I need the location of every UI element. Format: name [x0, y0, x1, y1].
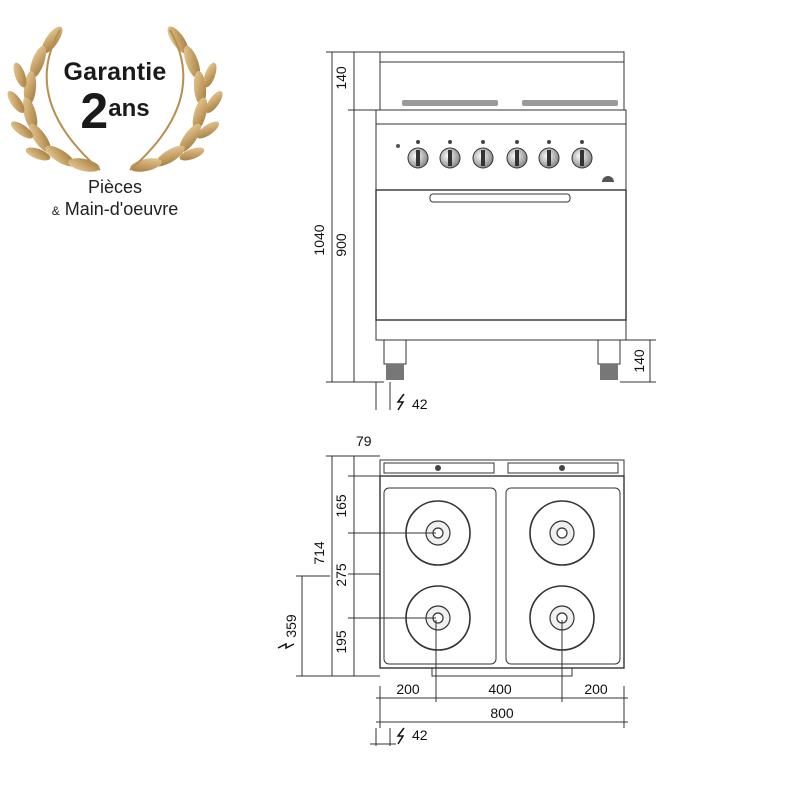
warranty-coverage: Pièces & Main-d'oeuvre — [30, 176, 200, 222]
knob-grip — [416, 150, 420, 166]
cooking-zone-right — [505, 487, 621, 665]
indicator-light — [396, 144, 400, 148]
knob-row — [407, 140, 593, 169]
dim-leg-height: 140 — [631, 349, 647, 373]
knob-grip — [580, 150, 584, 166]
warranty-ampersand: & — [51, 204, 60, 218]
knob-grip — [515, 150, 519, 166]
oven-handle — [429, 193, 571, 203]
dim-body-height: 900 — [333, 233, 349, 257]
front-handle — [431, 667, 573, 677]
brand-badge — [602, 176, 614, 182]
knob-marker — [448, 140, 452, 144]
top-view: 79 165 714 275 195 359 200 400 200 800 4… — [277, 433, 628, 746]
knob-marker — [481, 140, 485, 144]
laurel-wreath-icon — [7, 26, 223, 172]
hotplate-side-right — [522, 100, 618, 106]
top-power-label: 42 — [412, 727, 428, 743]
hotplate-side-left — [402, 100, 498, 106]
knob-marker — [416, 140, 420, 144]
bottom-power-icon — [396, 727, 405, 745]
power-icon — [396, 393, 405, 411]
knob-grip — [547, 150, 551, 166]
dim-total-height: 1040 — [311, 224, 327, 255]
dim-width-center: 400 — [488, 681, 512, 697]
back-rail — [379, 459, 625, 477]
warranty-badge: Garantie 2ans Pièces & Main-d'oeuvre — [0, 0, 230, 240]
dim-front-plate: 195 — [333, 630, 349, 654]
foot-right — [600, 364, 618, 380]
hotplates — [405, 500, 595, 651]
warranty-years: 2ans — [55, 86, 175, 136]
warranty-parts: Pièces — [87, 177, 143, 197]
dim-width-total: 800 — [490, 705, 514, 721]
dim-width-right: 200 — [584, 681, 608, 697]
knob-marker — [547, 140, 551, 144]
warranty-title: Garantie — [63, 58, 167, 86]
leg-right — [597, 339, 621, 365]
front-power-label: 42 — [412, 396, 428, 412]
dim-rear-plate: 165 — [333, 494, 349, 518]
dim-connection: 359 — [283, 614, 299, 638]
warranty-labor: Main-d'oeuvre — [64, 199, 179, 219]
oven-door — [375, 189, 627, 321]
knob-grip — [448, 150, 452, 166]
knob-grip — [481, 150, 485, 166]
warranty-years-number: 2 — [80, 83, 109, 139]
warranty-years-unit: ans — [108, 95, 150, 122]
front-view: 1040 900 140 140 42 — [311, 51, 656, 412]
worktop — [375, 109, 627, 125]
dim-depth: 714 — [311, 541, 327, 565]
foot-left — [386, 364, 404, 380]
dim-back: 79 — [356, 433, 372, 449]
hotplate-icon — [556, 527, 568, 539]
connection-power-icon — [277, 642, 295, 650]
dim-width-left: 200 — [396, 681, 420, 697]
dim-plate-spacing: 275 — [333, 563, 349, 587]
plinth — [375, 319, 627, 341]
knob-marker — [515, 140, 519, 144]
warranty-labor-line: & Main-d'oeuvre — [30, 198, 200, 222]
leg-left — [383, 339, 407, 365]
knob-marker — [580, 140, 584, 144]
backsplash — [379, 51, 625, 63]
cooking-zone-left — [383, 487, 497, 665]
dim-top-height: 140 — [333, 66, 349, 90]
